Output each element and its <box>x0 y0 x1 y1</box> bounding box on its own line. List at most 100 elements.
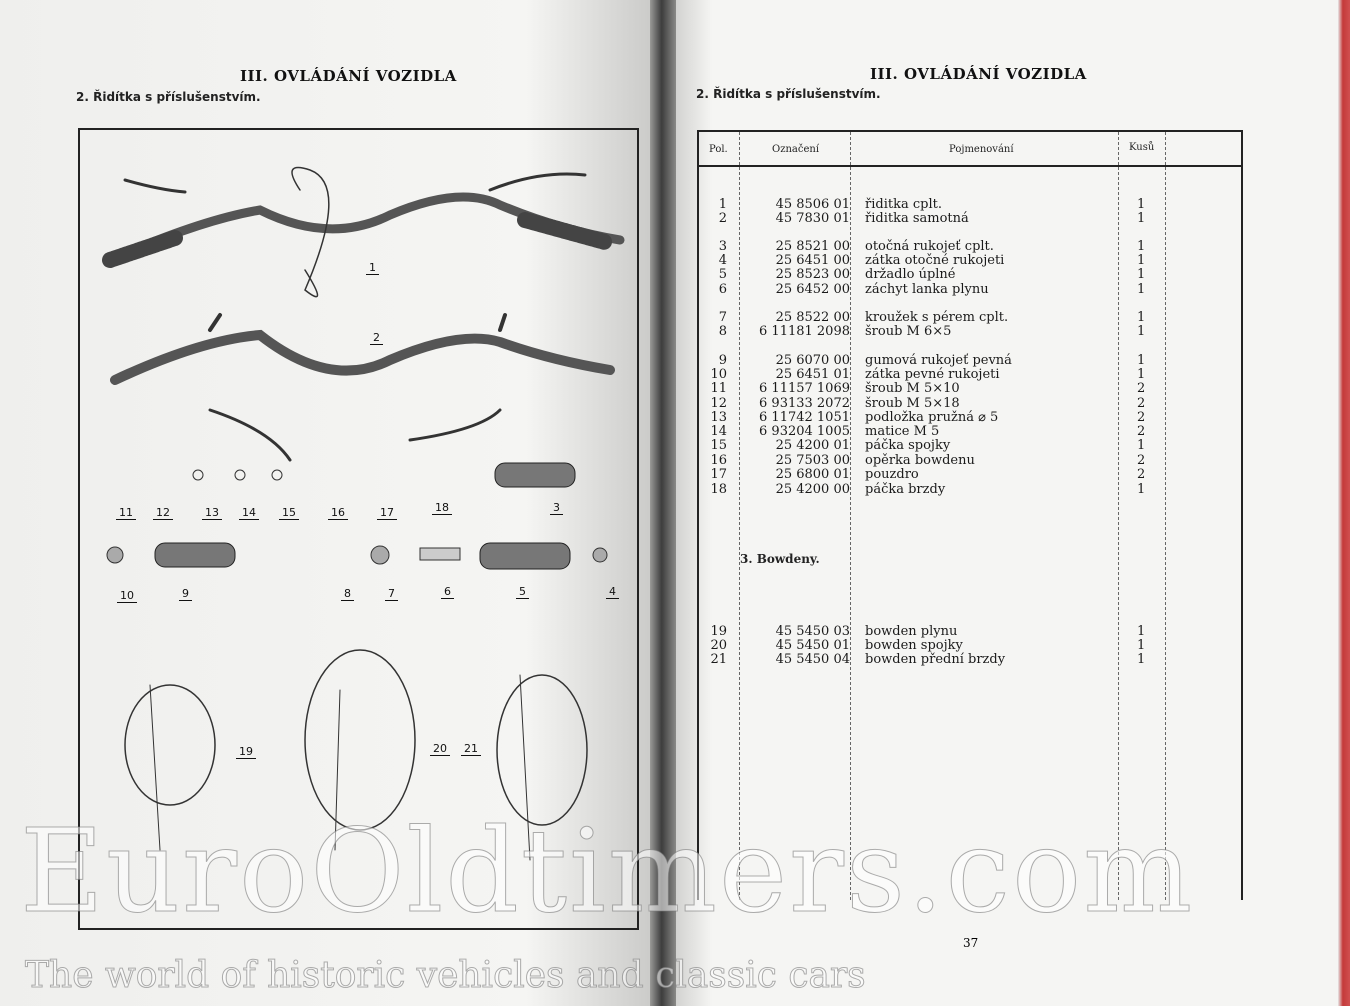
cell-kusu: 1 <box>1137 638 1146 653</box>
cell-pojmenovani: záchyt lanka plynu <box>865 282 989 297</box>
cell-oznaceni: 25 6800 01 <box>775 467 850 482</box>
cell-pol: 3 <box>718 239 727 254</box>
cell-pol: 16 <box>710 453 727 468</box>
callout-1: 1 <box>366 262 379 275</box>
right-title: III. OVLÁDÁNÍ VOZIDLA <box>870 65 1087 83</box>
cell-pojmenovani: šroub M 5×18 <box>865 396 960 411</box>
cell-pol: 20 <box>710 638 727 653</box>
cell-oznaceni: 25 6451 01 <box>775 367 850 382</box>
cell-kusu: 1 <box>1137 438 1146 453</box>
cell-oznaceni: 6 93204 1005 <box>759 424 850 439</box>
table-row: 19 45 5450 03 bowden plynu 1 <box>697 625 1243 639</box>
header-pol: Pol. <box>709 144 728 155</box>
cell-pol: 15 <box>710 438 727 453</box>
callout-2: 2 <box>370 332 383 345</box>
page-number: 37 <box>963 936 979 950</box>
cell-pojmenovani: opěrka bowdenu <box>865 453 975 468</box>
cell-pojmenovani: bowden plynu <box>865 624 958 639</box>
cell-pojmenovani: řiditka cplt. <box>865 197 942 212</box>
cell-kusu: 2 <box>1137 453 1146 468</box>
cell-pojmenovani: páčka spojky <box>865 438 951 453</box>
left-page <box>0 0 658 1006</box>
cell-pojmenovani: bowden přední brzdy <box>865 652 1006 667</box>
callout-4: 4 <box>606 586 619 599</box>
cell-kusu: 1 <box>1137 624 1146 639</box>
table-row: 11 6 11157 1069 šroub M 5×10 2 <box>697 382 1243 396</box>
cell-pol: 11 <box>710 381 727 396</box>
cell-kusu: 1 <box>1137 324 1146 339</box>
cell-pojmenovani: šroub M 5×10 <box>865 381 960 396</box>
cell-kusu: 1 <box>1137 267 1146 282</box>
cell-pojmenovani: bowden spojky <box>865 638 963 653</box>
cell-pol: 19 <box>710 624 727 639</box>
cell-oznaceni: 25 6452 00 <box>775 282 850 297</box>
cell-pol: 14 <box>710 424 727 439</box>
header-pojmenovani: Pojmenování <box>949 144 1014 155</box>
table-row: 4 25 6451 00 zátka otočné rukojeti 1 <box>697 254 1243 268</box>
cell-oznaceni: 25 4200 01 <box>775 438 850 453</box>
cell-pojmenovani: gumová rukojeť pevná <box>865 353 1012 368</box>
cell-oznaceni: 25 6451 00 <box>775 253 850 268</box>
cell-pol: 9 <box>718 353 727 368</box>
callout-5: 5 <box>516 586 529 599</box>
cell-kusu: 2 <box>1137 381 1146 396</box>
cell-kusu: 1 <box>1137 211 1146 226</box>
cell-pol: 6 <box>718 282 727 297</box>
callout-14: 14 <box>239 507 259 520</box>
cell-oznaceni: 45 5450 03 <box>775 624 850 639</box>
cell-pol: 5 <box>718 267 727 282</box>
cell-pol: 4 <box>718 253 727 268</box>
cell-pol: 1 <box>718 197 727 212</box>
cell-oznaceni: 25 8522 00 <box>775 310 850 325</box>
cell-oznaceni: 6 11157 1069 <box>759 381 850 396</box>
callout-13: 13 <box>202 507 222 520</box>
cell-pol: 21 <box>710 652 727 667</box>
cell-pojmenovani: řiditka samotná <box>865 211 969 226</box>
watermark-brand: EuroOldtimers.com <box>19 805 1195 939</box>
cell-kusu: 1 <box>1137 253 1146 268</box>
callout-8: 8 <box>341 588 354 601</box>
cell-pojmenovani: pouzdro <box>865 467 919 482</box>
cell-oznaceni: 6 93133 2072 <box>759 396 850 411</box>
cell-pojmenovani: zátka otočné rukojeti <box>865 253 1005 268</box>
callout-18: 18 <box>432 502 452 515</box>
cell-pol: 18 <box>710 482 727 497</box>
cell-kusu: 2 <box>1137 410 1146 425</box>
book-gutter <box>650 0 676 1006</box>
cell-oznaceni: 25 6070 00 <box>775 353 850 368</box>
cell-pol: 8 <box>718 324 727 339</box>
cell-kusu: 1 <box>1137 482 1146 497</box>
table-row: 21 45 5450 04 bowden přední brzdy 1 <box>697 653 1243 667</box>
parts-table: Pol. Označení Pojmenování Kusů <box>697 130 1243 900</box>
cell-pol: 17 <box>710 467 727 482</box>
cell-oznaceni: 6 11742 1051 <box>759 410 850 425</box>
callout-19: 19 <box>236 746 256 759</box>
callout-3: 3 <box>550 502 563 515</box>
cell-oznaceni: 45 8506 01 <box>775 197 850 212</box>
callout-20: 20 <box>430 743 450 756</box>
callout-17: 17 <box>377 507 397 520</box>
callout-16: 16 <box>328 507 348 520</box>
cell-pol: 7 <box>718 310 727 325</box>
book-edge <box>1338 0 1350 1006</box>
callout-10: 10 <box>117 590 137 603</box>
cell-oznaceni: 6 11181 2098 <box>759 324 850 339</box>
cell-kusu: 1 <box>1137 652 1146 667</box>
cell-pojmenovani: šroub M 6×5 <box>865 324 952 339</box>
cell-kusu: 2 <box>1137 396 1146 411</box>
cell-pojmenovani: kroužek s pérem cplt. <box>865 310 1009 325</box>
cell-oznaceni: 25 8521 00 <box>775 239 850 254</box>
parts-illustration <box>78 128 639 930</box>
callout-7: 7 <box>385 588 398 601</box>
cell-pojmenovani: podložka pružná ⌀ 5 <box>865 410 999 425</box>
cell-oznaceni: 45 5450 04 <box>775 652 850 667</box>
cell-oznaceni: 25 7503 00 <box>775 453 850 468</box>
